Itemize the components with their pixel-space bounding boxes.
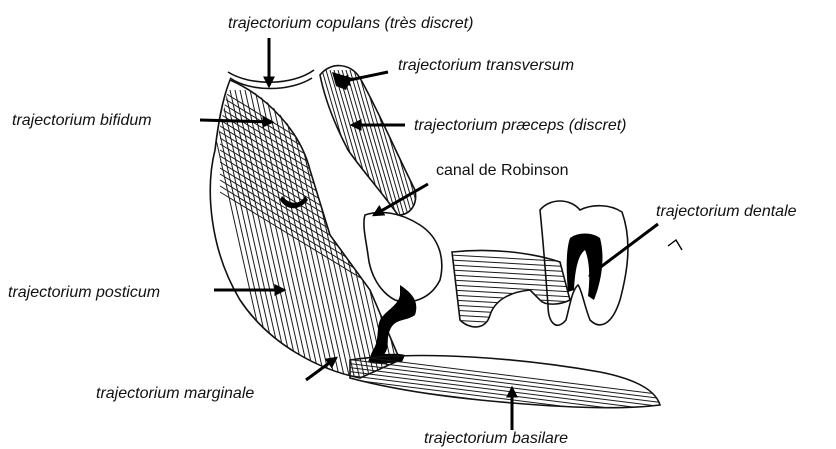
alveolar-hatching [450, 255, 575, 327]
label-dentale: trajectorium dentale [656, 203, 797, 220]
hatch-line [345, 379, 665, 419]
label-marginale: trajectorium marginale [96, 385, 254, 402]
hatch-line [342, 70, 384, 215]
hatch-line [250, 90, 315, 380]
hatch-line [358, 70, 400, 215]
arrow-robinson [374, 184, 428, 215]
hatch-line [334, 70, 376, 215]
hatch-line [382, 70, 424, 215]
label-bifidum: trajectorium bifidum [12, 112, 152, 129]
hatch-line [220, 150, 400, 260]
condyle-arc-inner [228, 70, 314, 82]
hatch-line [220, 168, 400, 278]
hatch-line [345, 371, 665, 411]
hatch-line [350, 70, 392, 215]
hatch-line [345, 363, 665, 403]
hatch-line [260, 90, 325, 380]
label-posticum: trajectorium posticum [8, 284, 160, 301]
tooth-pulp [567, 234, 603, 301]
hatch-line [220, 192, 400, 302]
hatch-line [362, 70, 404, 215]
tooth-outline [540, 201, 628, 325]
hatch-line [220, 144, 400, 254]
hatch-line [345, 375, 665, 415]
hatch-line [318, 70, 360, 215]
hatch-line [330, 70, 372, 215]
hatch-line [354, 70, 396, 215]
hatch-line [322, 70, 364, 215]
label-transversum: trajectorium transversum [398, 57, 574, 74]
hatch-line [345, 355, 665, 395]
arrow-bifidum [200, 120, 272, 122]
basal-hatching [345, 355, 665, 439]
hatch-line [366, 70, 408, 215]
label-praeceps: trajectorium præceps (discret) [414, 117, 627, 134]
label-basilare: trajectorium basilare [424, 430, 568, 447]
hatch-line [220, 126, 400, 236]
tick-mark [668, 240, 682, 250]
label-copulans: trajectorium copulans (très discret) [228, 15, 473, 32]
label-robinson: canal de Robinson [436, 162, 569, 179]
hatch-line [326, 70, 368, 215]
hatch-line [370, 70, 412, 215]
hatch-line [345, 359, 665, 399]
hatch-line [220, 102, 400, 212]
